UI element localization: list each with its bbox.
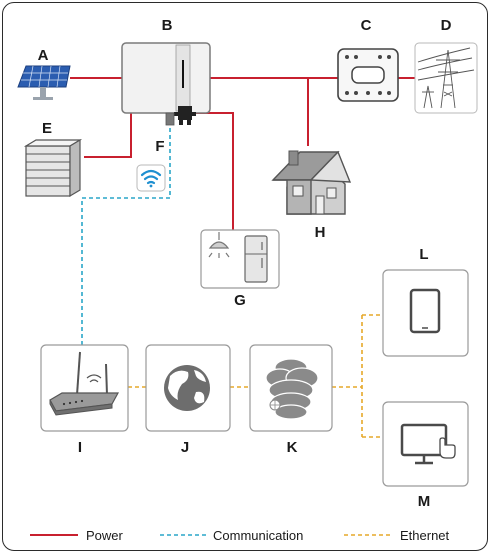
- label-g: G: [234, 292, 246, 309]
- router-box: [40, 344, 129, 432]
- label-m: M: [418, 493, 431, 510]
- battery-stack-icon: [23, 138, 83, 198]
- label-l: L: [419, 246, 428, 263]
- cloud-server-icon: [265, 358, 319, 420]
- wifi-dongle-icon: [136, 112, 175, 192]
- label-k: K: [287, 439, 298, 456]
- legend: Power Communication Ethernet: [30, 528, 450, 543]
- label-f: F: [155, 138, 164, 155]
- router-icon: [49, 351, 120, 416]
- label-i: I: [78, 439, 82, 456]
- solar-panel-icon: [17, 65, 71, 100]
- house-icon: [271, 150, 352, 215]
- legend-power: Power: [30, 528, 124, 543]
- label-j: J: [181, 439, 189, 456]
- legend-communication: Communication: [160, 528, 303, 543]
- ethernet-lines: [128, 314, 383, 438]
- comm-line-f-i: [81, 128, 171, 350]
- legend-communication-label: Communication: [213, 528, 303, 543]
- tablet-icon: [409, 288, 441, 334]
- power-grid-tower-icon: [414, 42, 478, 114]
- legend-power-label: Power: [86, 528, 124, 543]
- diagram-frame: [2, 2, 488, 551]
- power-line-b-e: [84, 112, 132, 158]
- power-line-b-g: [190, 112, 234, 230]
- label-d: D: [441, 17, 452, 34]
- globe-internet-icon: [164, 365, 210, 411]
- legend-ethernet: Ethernet: [344, 528, 450, 543]
- label-h: H: [315, 224, 326, 241]
- label-c: C: [361, 17, 372, 34]
- loads-lamp-fridge-icon: [200, 229, 280, 289]
- label-e: E: [42, 120, 52, 137]
- monitor-icon: [400, 423, 456, 465]
- label-a: A: [38, 47, 49, 64]
- hand-pointer-icon: [439, 437, 456, 459]
- wifi-icon: [140, 169, 162, 185]
- inverter-icon: [121, 42, 211, 125]
- communication-lines: [81, 128, 171, 350]
- label-b: B: [162, 17, 173, 34]
- legend-ethernet-label: Ethernet: [400, 528, 450, 543]
- energy-meter-icon: [337, 48, 399, 102]
